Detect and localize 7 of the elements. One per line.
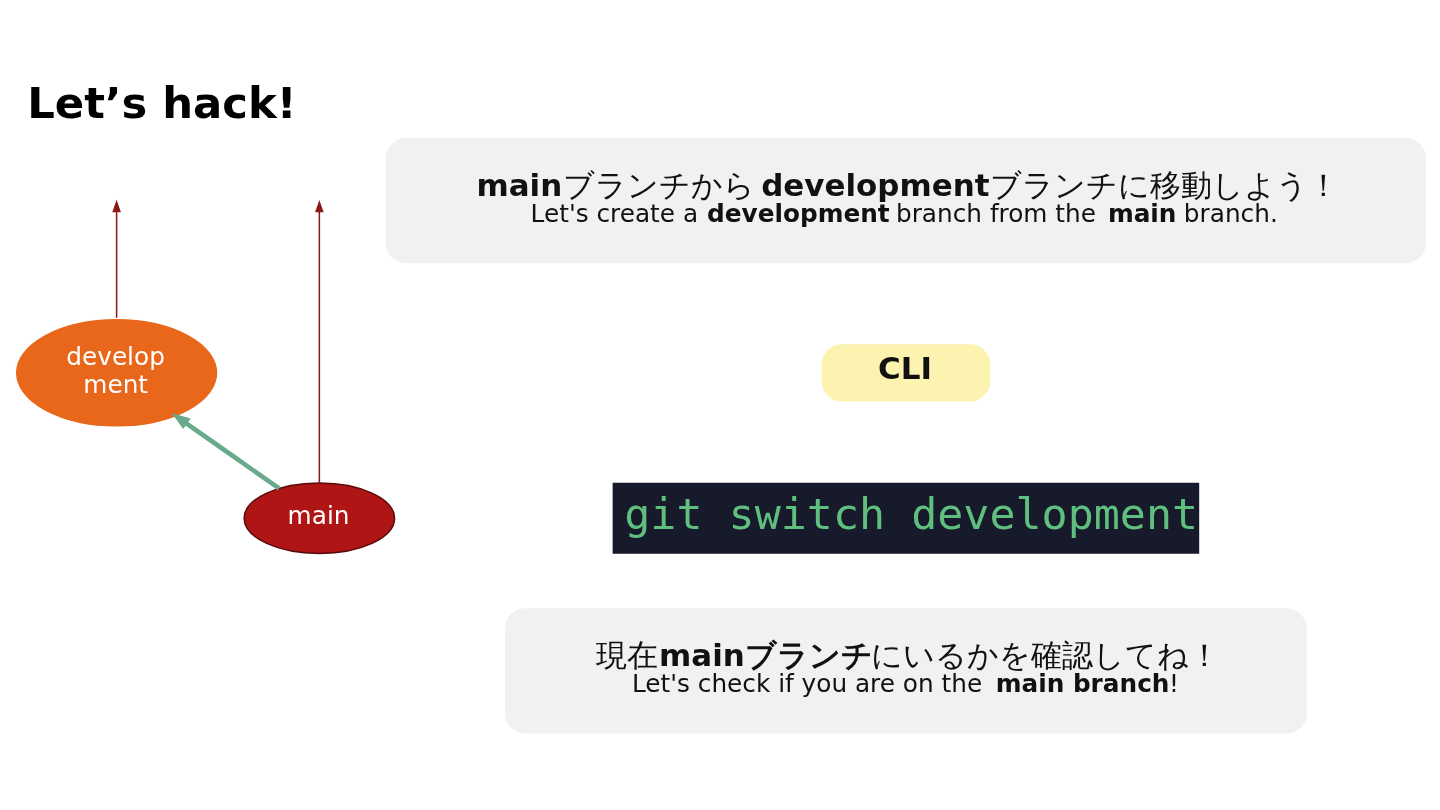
arrow — [315, 199, 324, 484]
arrow — [112, 199, 121, 318]
node-box: CLI — [821, 343, 991, 401]
arrow — [171, 412, 281, 490]
diagram-title: Let’s hack! — [27, 77, 297, 127]
node-box: git switch development — [612, 482, 1200, 554]
node-ellipse: main — [243, 481, 396, 554]
